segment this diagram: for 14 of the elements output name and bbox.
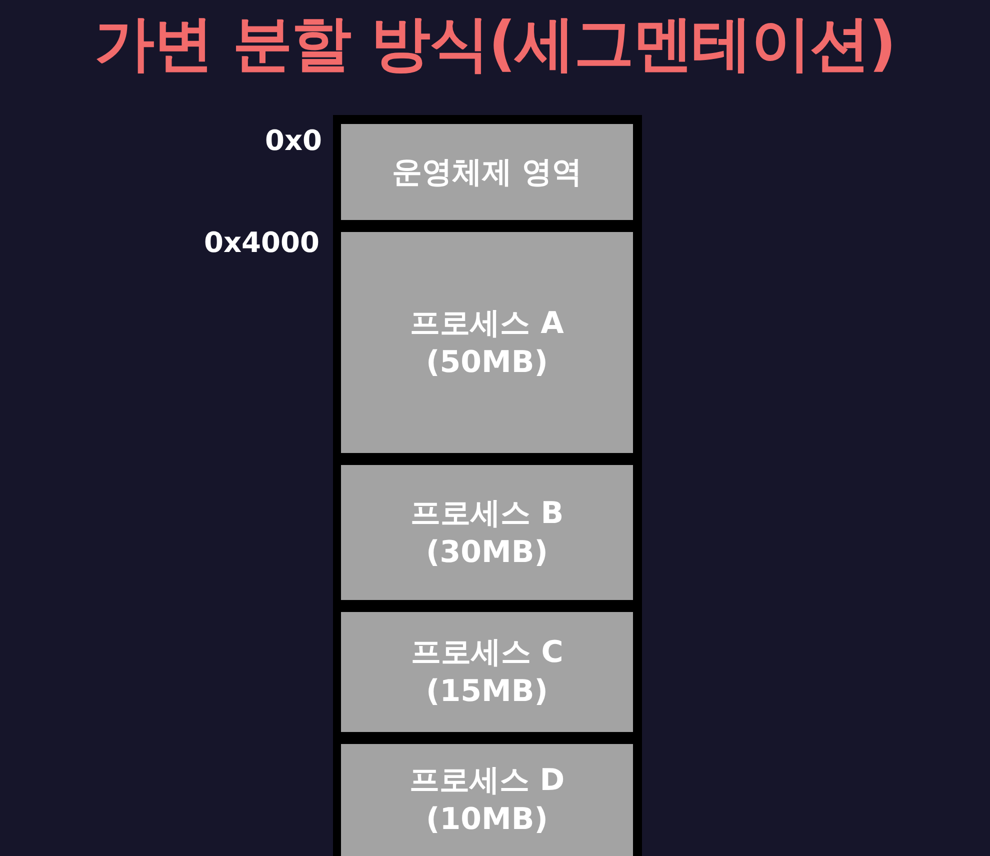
segment-label: 운영체제 영역 xyxy=(392,154,582,192)
title: 가변 분할 방식(세그멘테이션) xyxy=(94,8,896,81)
segment-label: 프로세스 C (15MB) xyxy=(410,634,564,711)
memory-segment xyxy=(341,612,633,732)
memory-column xyxy=(333,115,642,856)
address-label: 0x4000 xyxy=(204,226,320,259)
segment-label: 프로세스 B (30MB) xyxy=(409,494,565,572)
memory-segment xyxy=(341,744,633,856)
address-label: 0x0 xyxy=(265,124,322,157)
segment-label: 프로세스 A (50MB) xyxy=(409,304,565,382)
memory-segment xyxy=(341,124,633,220)
memory-segment xyxy=(341,465,633,600)
memory-segment xyxy=(341,232,633,453)
segment-label: 프로세스 D (10MB) xyxy=(408,762,566,839)
